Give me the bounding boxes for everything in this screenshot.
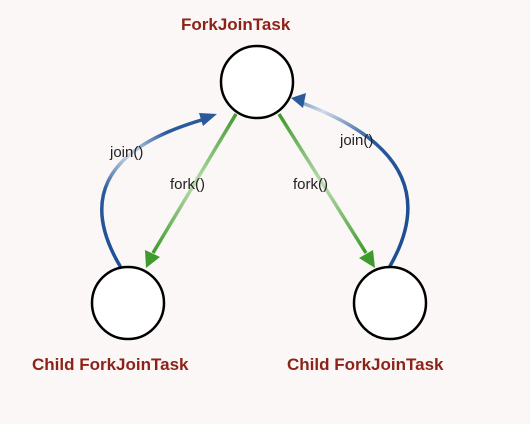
left-child-node-title: Child ForkJoinTask bbox=[32, 355, 189, 374]
right-child-node-title: Child ForkJoinTask bbox=[287, 355, 444, 374]
fork-arrow-left bbox=[151, 113, 238, 254]
fork-arrowhead-left bbox=[145, 250, 160, 268]
left-child-node bbox=[90, 265, 166, 341]
left-join-label: join() bbox=[110, 144, 144, 161]
right-child-node bbox=[352, 265, 428, 341]
fork-arrowhead-right bbox=[359, 250, 375, 268]
parent-node-title: ForkJoinTask bbox=[181, 15, 291, 34]
join-arrowhead-right bbox=[291, 93, 306, 108]
left-fork-label: fork() bbox=[170, 176, 205, 193]
parent-node bbox=[219, 44, 295, 120]
right-fork-label: fork() bbox=[293, 176, 328, 193]
join-arrow-right bbox=[300, 101, 410, 268]
right-join-label: join() bbox=[340, 132, 374, 149]
join-arrow-left bbox=[100, 117, 207, 268]
join-arrowhead-left bbox=[199, 113, 217, 126]
fork-arrow-right bbox=[277, 113, 368, 254]
